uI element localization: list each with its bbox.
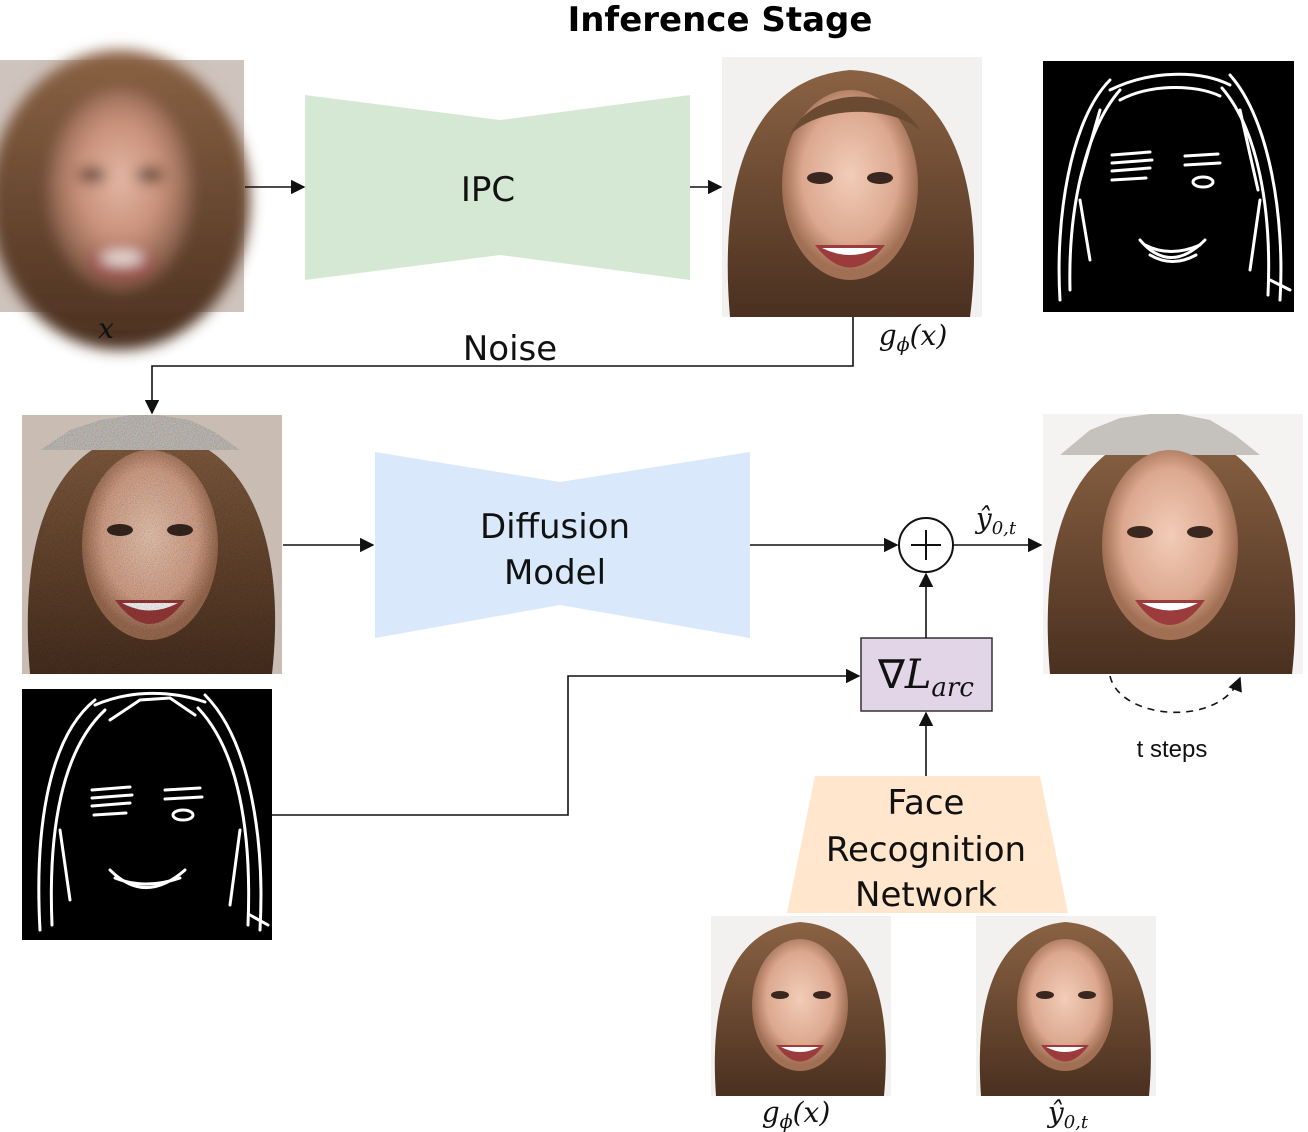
estimate-label: ŷ0,t (974, 502, 1017, 539)
loss-symbol: L (904, 652, 932, 698)
diffusion-label-line-2: Model (504, 553, 606, 593)
ipc-block (305, 95, 690, 280)
arrow-mask-to-arc (272, 668, 861, 816)
restored-face-image (722, 57, 982, 317)
sum-junction (898, 517, 954, 573)
t-steps-label: t steps (1137, 736, 1208, 763)
face-recognition-label-line-2: Recognition (826, 830, 1026, 870)
noisy-face-image (22, 415, 282, 674)
face-recognition-label-line-1: Face (888, 783, 965, 823)
fr-input-2-label: ŷ0,t (1046, 1096, 1089, 1132)
arc-loss-label: ∇Larc (877, 652, 974, 703)
face-recognition-label-line-3: Network (855, 875, 997, 915)
t-steps-loop-arrow (1109, 675, 1242, 714)
ipc-output-label: gϕ(x) (879, 319, 948, 356)
noise-label: Noise (463, 329, 557, 369)
diffusion-model-block (375, 452, 750, 638)
fr-input-face-1-image (711, 916, 891, 1096)
fr-input-1-label: gϕ(x) (762, 1096, 831, 1132)
diffusion-label-line-1: Diffusion (480, 507, 630, 547)
input-x-label: x (98, 312, 114, 345)
nabla-symbol: ∇ (877, 653, 905, 697)
fr-input-face-2-image (976, 916, 1156, 1096)
face-recognition-block (787, 776, 1068, 913)
edge-mask-image (1043, 61, 1294, 312)
blurred-face-image (0, 50, 250, 350)
loss-subscript: arc (931, 673, 974, 703)
final-face-image (1043, 414, 1303, 674)
ipc-label: IPC (461, 170, 515, 210)
diagram-title: Inference Stage (568, 0, 873, 40)
arrow-noise-path (144, 317, 854, 415)
edge-mask-noisy-image (22, 689, 272, 940)
